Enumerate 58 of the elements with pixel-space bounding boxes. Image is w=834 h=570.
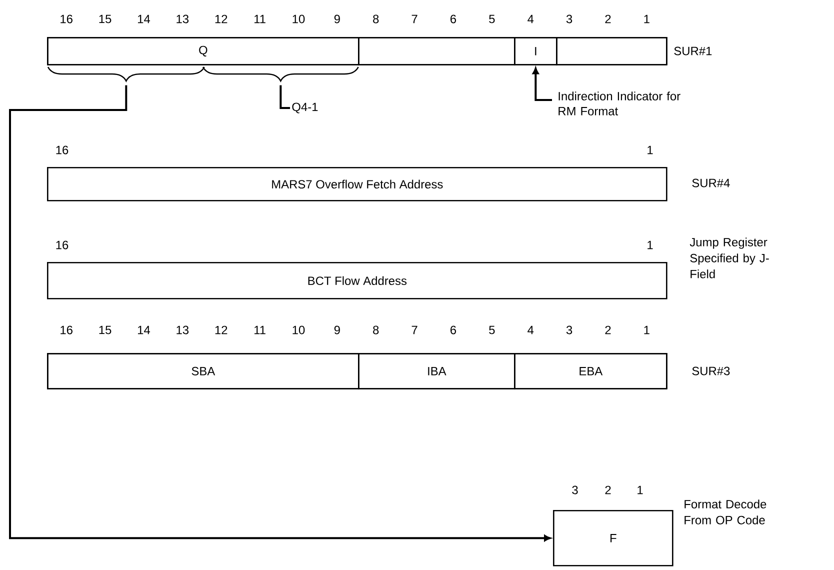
- bit-number: 13: [176, 326, 189, 334]
- bit-number: 10: [292, 14, 305, 24]
- bit-number: 10: [292, 326, 305, 334]
- brace: [202, 66, 359, 82]
- bit-number: 2: [605, 326, 611, 334]
- field-box: [358, 37, 516, 66]
- arrow: [9, 85, 551, 542]
- bit-number: 15: [99, 14, 112, 24]
- bit-number: 11: [254, 14, 266, 24]
- bit-number: 11: [254, 326, 266, 334]
- bit-number: 5: [489, 14, 495, 24]
- field-box: Q: [47, 37, 360, 66]
- register-box: MARS7 Overflow Fetch Address: [47, 167, 668, 202]
- register-label: Jump Register Specified by J-Field: [690, 238, 769, 278]
- leader-line: [280, 85, 290, 109]
- bit-number: 16: [56, 146, 68, 154]
- register-label: SUR#1: [674, 46, 712, 56]
- brace: [47, 66, 205, 82]
- bit-number: 1: [648, 146, 653, 154]
- bit-number: 3: [572, 486, 578, 494]
- bit-number: 9: [334, 14, 340, 24]
- bit-number: 7: [412, 326, 418, 334]
- bit-number: 7: [412, 14, 418, 24]
- arrow: [532, 68, 552, 101]
- bit-number: 4: [528, 326, 534, 334]
- bit-number: 5: [489, 326, 495, 334]
- bit-number: 1: [644, 14, 650, 24]
- bit-number: 12: [215, 326, 228, 334]
- bit-number: 8: [373, 14, 379, 24]
- bit-number: 2: [605, 14, 611, 24]
- bit-number: 16: [56, 240, 68, 250]
- bit-number: 3: [566, 14, 572, 24]
- bit-number: 6: [450, 326, 456, 334]
- register-label: Format Decode From OP Code: [684, 500, 766, 524]
- field-box: [556, 37, 668, 66]
- register-box: F: [553, 510, 674, 566]
- bit-number: 14: [138, 14, 150, 24]
- bit-number: 3: [566, 326, 572, 334]
- register-label: SUR#3: [692, 366, 730, 376]
- bit-number: 15: [99, 326, 112, 334]
- field-box: I: [514, 37, 558, 66]
- bit-number: 16: [60, 14, 72, 24]
- bit-number: 1: [648, 240, 653, 250]
- bit-number: 13: [176, 14, 189, 24]
- annotation-text: Indirection Indicator for RM Format: [558, 92, 680, 116]
- bit-number: 1: [638, 486, 643, 494]
- bit-number: 4: [528, 14, 534, 24]
- bit-number: 16: [60, 326, 72, 334]
- bit-number: 8: [373, 326, 379, 334]
- bit-number: 12: [215, 14, 228, 24]
- bit-number: 6: [450, 14, 456, 24]
- annotation-text: Q4-1: [292, 102, 318, 114]
- register-box: BCT Flow Address: [47, 262, 668, 300]
- bit-number: 1: [644, 326, 650, 334]
- bit-number: 14: [138, 326, 150, 334]
- bit-number: 9: [334, 326, 340, 334]
- register-label: SUR#4: [692, 178, 730, 188]
- bit-number: 2: [605, 486, 611, 494]
